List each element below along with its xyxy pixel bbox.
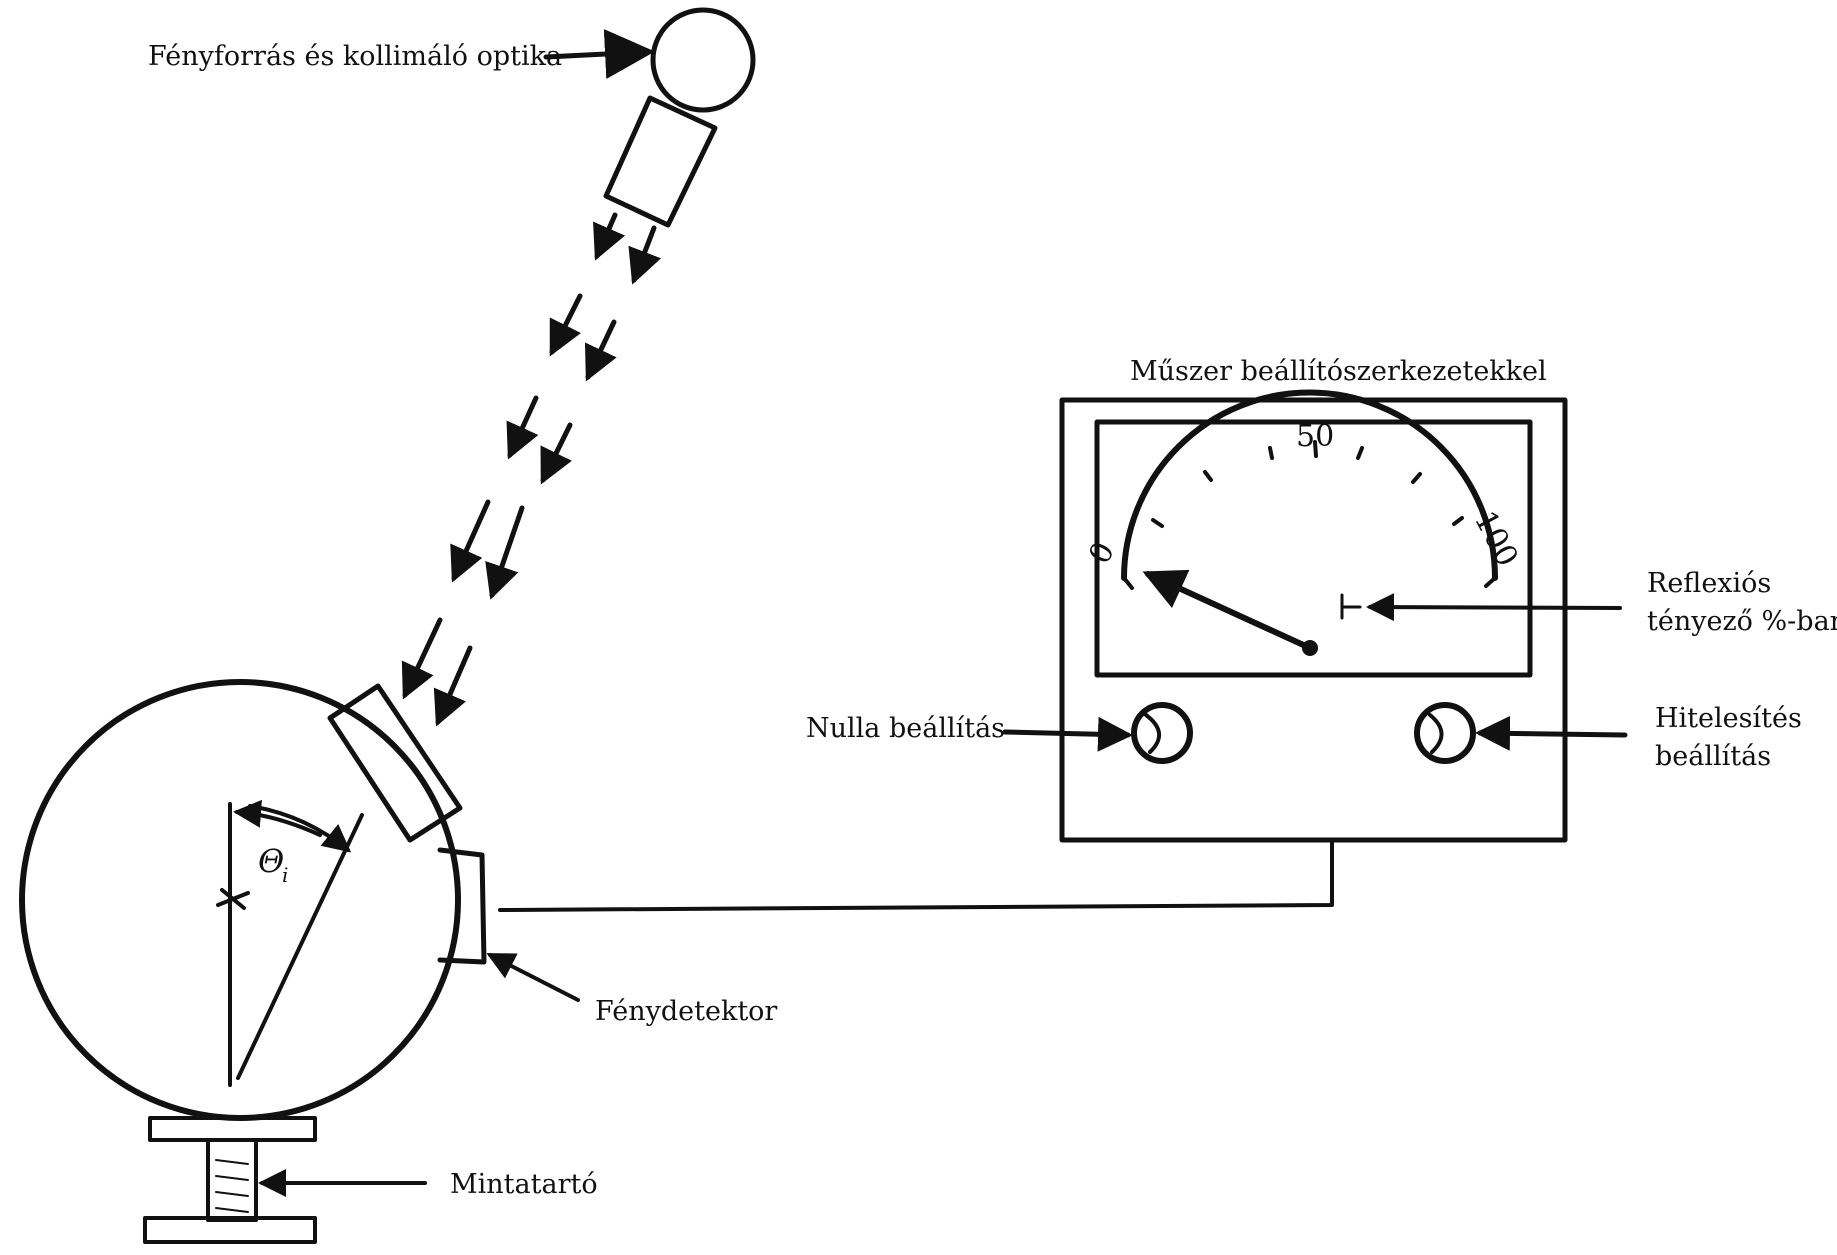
- reflectance-label-line1: Reflexiós: [1647, 568, 1771, 599]
- zero-adjust-leader-arrow: [1002, 716, 1133, 752]
- meter-needle: [1142, 569, 1313, 651]
- incidence-angle-label: Θ i: [258, 842, 288, 887]
- light-source: [603, 7, 756, 228]
- svg-text:i: i: [282, 863, 288, 887]
- reflectance-pointer: [1340, 593, 1362, 620]
- meter-scale-label-0: 0: [1082, 536, 1122, 569]
- zero-adjust-label: Nulla beállítás: [806, 713, 1005, 744]
- calibration-adjust-label-line1: Hitelesítés: [1655, 703, 1802, 734]
- svg-text:Θ: Θ: [258, 842, 284, 880]
- sample-holder-label: Mintatartó: [450, 1169, 598, 1200]
- photodetector-label: Fénydetektor: [595, 996, 777, 1027]
- meter-ticks: [1122, 440, 1497, 590]
- calibration-adjust-knob[interactable]: [1414, 702, 1476, 764]
- sample-holder: [143, 1116, 317, 1244]
- calibration-adjust-leader-arrow: [1475, 715, 1628, 751]
- meter-scale-arc: [1121, 389, 1498, 581]
- meter-needle-pivot: [1302, 640, 1318, 656]
- integrating-sphere: [19, 679, 487, 1121]
- light-beam: [401, 212, 662, 727]
- light-source-leader-arrow: [543, 29, 655, 79]
- meter-scale-label-50: 50: [1296, 419, 1334, 454]
- meter-window: [1094, 419, 1533, 678]
- reflectance-label-line2: tényező %-ban: [1647, 606, 1837, 637]
- reflectance-leader-arrow: [1366, 593, 1622, 622]
- light-source-label: Fényforrás és kollimáló optika: [148, 41, 562, 72]
- meter-instrument: 0 50 100: [1059, 389, 1568, 843]
- calibration-adjust-label-line2: beállítás: [1655, 741, 1771, 772]
- photodetector-leader-arrow: [486, 953, 580, 1002]
- instrument-label: Műszer beállítószerkezetekkel: [1130, 356, 1547, 387]
- zero-adjust-knob[interactable]: [1131, 702, 1193, 764]
- signal-cable: [498, 838, 1334, 912]
- meter-scale-label-100: 100: [1467, 505, 1525, 572]
